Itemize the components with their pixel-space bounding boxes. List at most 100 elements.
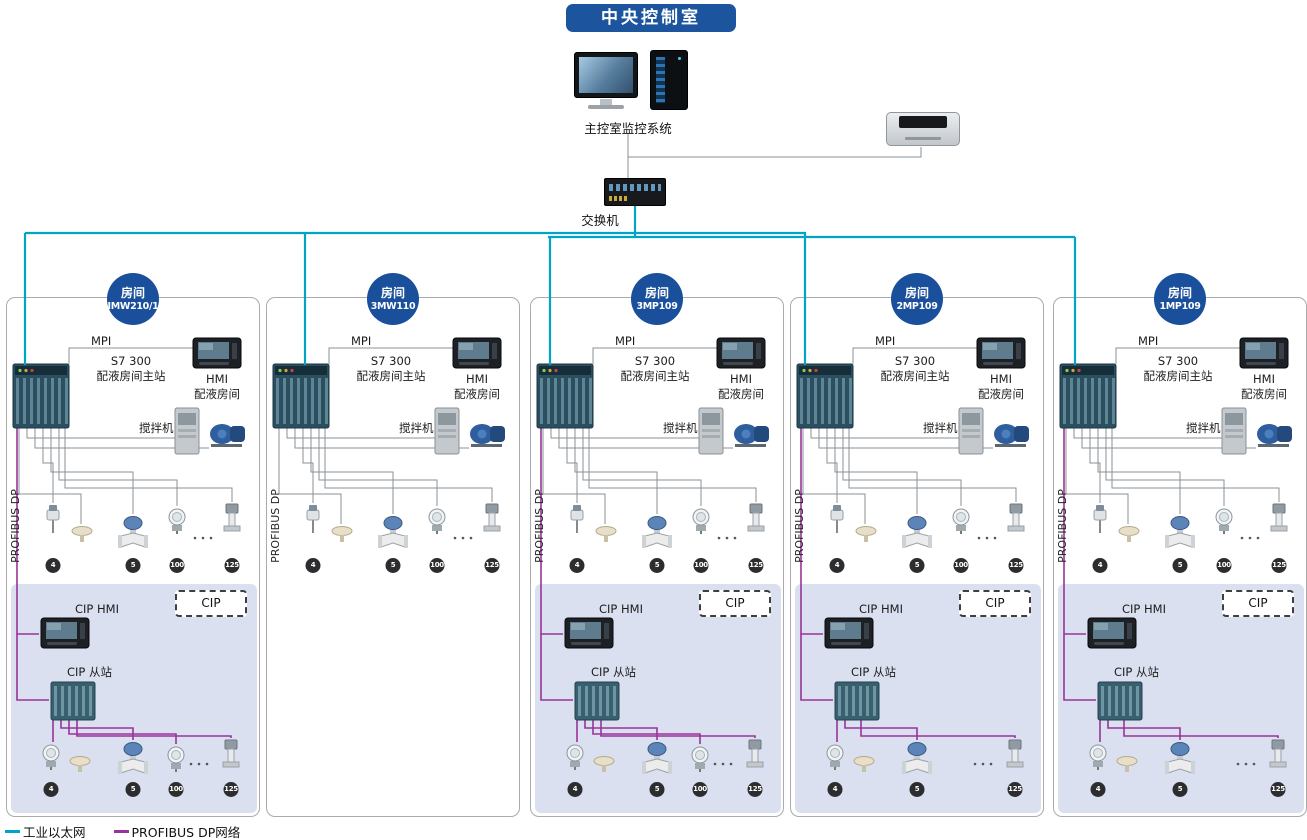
pc-tower-icon <box>650 50 688 110</box>
cip-hmi-label: CIP HMI <box>75 602 119 616</box>
sensor-icon <box>1093 504 1107 534</box>
cip-control-valve-icon <box>1164 742 1196 775</box>
plc-label-line2: 配液房间主站 <box>1143 368 1213 383</box>
plc-label-line2: 配液房间主站 <box>356 368 426 383</box>
hmi-icon <box>452 337 502 369</box>
plc-label-line1: S7 300 <box>370 354 412 368</box>
cip-hmi-label: CIP HMI <box>859 602 903 616</box>
legend-profibus: PROFIBUS DP网络 <box>113 822 241 840</box>
hmi-label: HMI 配液房间 <box>1230 372 1298 402</box>
pump-icon <box>1257 424 1292 447</box>
cip-hmi-icon <box>824 617 874 649</box>
panel-wiring <box>536 337 769 775</box>
room-badge: 房间 IMW210/1 <box>107 273 159 325</box>
sensor-icon <box>46 504 60 534</box>
cip-transmitter-icon <box>566 744 584 771</box>
cip-devices <box>564 617 764 775</box>
hmi-label-line1: HMI <box>730 372 752 386</box>
ellipsis-dots <box>977 536 997 540</box>
cip-hmi-label: CIP HMI <box>599 602 643 616</box>
cip-dashed-box: CIP <box>959 590 1031 617</box>
flowmeter-icon <box>1270 503 1288 532</box>
profibus-dp-lines <box>800 428 1016 742</box>
room-id: 3MW110 <box>370 300 416 312</box>
control-valve-icon <box>377 516 409 549</box>
network-switch-icon <box>604 178 666 206</box>
s7300-plc-icon <box>12 363 70 429</box>
mpi-label: MPI <box>351 334 372 348</box>
ethernet-line-swatch <box>5 830 20 833</box>
mpi-label: MPI <box>1138 334 1159 348</box>
s7300-plc-icon <box>272 363 330 429</box>
cip-transmitter-icon <box>1089 744 1107 771</box>
cip-flowmeter-icon <box>222 739 240 768</box>
hmi-label-line2: 配液房间 <box>978 386 1024 401</box>
room-id: 2MP109 <box>896 300 938 312</box>
cip-slave-label: CIP 从站 <box>851 665 897 679</box>
profibus-line-swatch <box>113 830 129 833</box>
monitor-stand <box>600 99 612 105</box>
dish-icon <box>595 526 617 543</box>
profibus-gray-lines <box>278 347 493 524</box>
cip-transmitter-icon <box>826 744 844 771</box>
s7300-plc-icon <box>1059 363 1117 429</box>
cip-dish-icon <box>853 756 875 773</box>
control-valve-icon <box>117 516 149 549</box>
mixer-label: 搅拌机 <box>923 421 958 435</box>
dish-icon <box>71 526 93 543</box>
hmi-label: HMI 配液房间 <box>707 372 775 402</box>
hmi-label-line1: HMI <box>990 372 1012 386</box>
cip-dashed-box: CIP <box>175 590 247 617</box>
cip-devices <box>824 617 1024 775</box>
signal-lines <box>627 134 922 178</box>
cip-control-valve-icon <box>641 742 673 775</box>
ellipsis-dots <box>717 536 737 540</box>
plc-label-line1: S7 300 <box>110 354 152 368</box>
dish-icon <box>1118 526 1140 543</box>
s7300-plc-icon <box>796 363 854 429</box>
monitor-icon <box>574 52 638 98</box>
s7300-plc-icon <box>536 363 594 429</box>
panel-wiring <box>272 337 505 549</box>
pump-icon <box>210 424 245 447</box>
panel-wiring <box>796 337 1029 775</box>
legend-profibus-label: PROFIBUS DP网络 <box>131 825 241 840</box>
cip-transmitter2-icon <box>691 746 709 773</box>
plc-label-line1: S7 300 <box>634 354 676 368</box>
cip-dish-icon <box>593 756 615 773</box>
plc-label: S7 300 配液房间主站 <box>1118 354 1238 384</box>
monitor-base <box>588 105 624 109</box>
control-valve-icon <box>1164 516 1196 549</box>
room-badge: 房间 1MP109 <box>1154 273 1206 325</box>
cip-hmi-icon <box>40 617 90 649</box>
cip-ellipsis-dots <box>1236 762 1256 766</box>
mixer-label: 搅拌机 <box>1186 421 1221 435</box>
cip-box-label: CIP <box>985 596 1005 610</box>
mixer-label: 搅拌机 <box>399 421 434 435</box>
cip-devices <box>1087 617 1287 775</box>
mixer-icon <box>958 407 984 455</box>
plc-label: S7 300 配液房间主站 <box>71 354 191 384</box>
control-valve-icon <box>901 516 933 549</box>
room-badge: 房间 3MW110 <box>367 273 419 325</box>
cip-dish-icon <box>69 756 91 773</box>
sensor-icon <box>306 504 320 534</box>
profibus-dp-label: PROFIBUS DP <box>269 489 282 563</box>
mpi-label: MPI <box>615 334 636 348</box>
hmi-label-line2: 配液房间 <box>194 386 240 401</box>
mixer-label: 搅拌机 <box>139 421 174 435</box>
cip-slave-label: CIP 从站 <box>591 665 637 679</box>
hmi-icon <box>192 337 242 369</box>
cip-dashed-box: CIP <box>699 590 771 617</box>
cip-ellipsis-dots <box>189 762 209 766</box>
dish-icon <box>331 526 353 543</box>
room-label: 房间 <box>380 286 405 301</box>
mpi-label: MPI <box>875 334 896 348</box>
hmi-label-line2: 配液房间 <box>1241 386 1287 401</box>
cip-hmi-label: CIP HMI <box>1122 602 1166 616</box>
legend: 工业以太网 PROFIBUS DP网络 <box>5 822 240 840</box>
cip-ellipsis-dots <box>713 762 733 766</box>
